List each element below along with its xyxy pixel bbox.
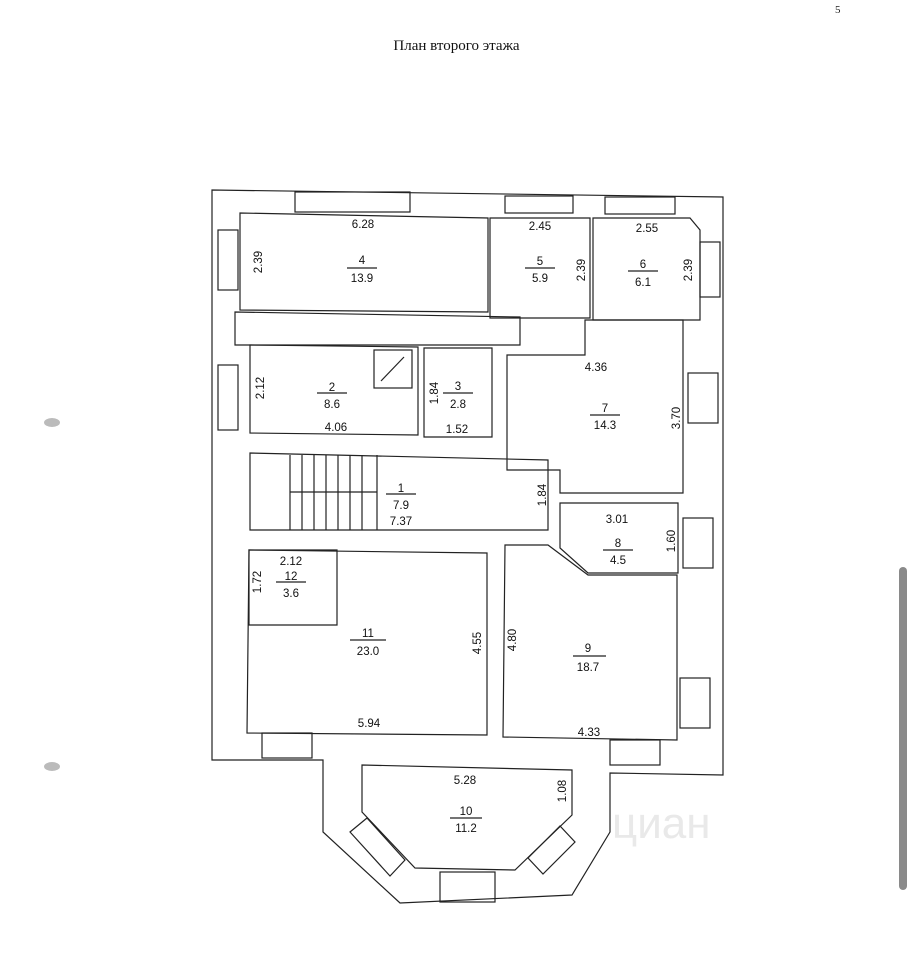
svg-text:6: 6 bbox=[640, 259, 646, 271]
dimensions: 6.28 2.39 2.45 2.39 2.55 2.39 4.06 2.12 … bbox=[252, 219, 695, 802]
svg-text:6.1: 6.1 bbox=[635, 277, 651, 289]
svg-text:2.39: 2.39 bbox=[576, 259, 588, 281]
watermark-logo: циан bbox=[612, 799, 711, 848]
svg-text:1.08: 1.08 bbox=[557, 780, 569, 802]
svg-text:2.12: 2.12 bbox=[255, 377, 267, 399]
page-number: 5 bbox=[835, 4, 841, 16]
svg-text:4.33: 4.33 bbox=[578, 727, 600, 739]
svg-text:4.55: 4.55 bbox=[472, 632, 484, 654]
svg-text:1.72: 1.72 bbox=[252, 571, 264, 593]
svg-text:11.2: 11.2 bbox=[455, 823, 477, 835]
room-2-label: 28.6 bbox=[317, 382, 347, 411]
svg-text:10: 10 bbox=[460, 806, 473, 818]
room-5-label: 55.9 bbox=[525, 256, 555, 285]
svg-text:4.36: 4.36 bbox=[585, 362, 607, 374]
svg-text:14.3: 14.3 bbox=[594, 420, 616, 432]
room-4-label: 413.9 bbox=[347, 255, 377, 285]
svg-text:3.70: 3.70 bbox=[671, 407, 683, 429]
walls bbox=[211, 189, 724, 904]
svg-text:1.60: 1.60 bbox=[666, 530, 678, 552]
room-11-label: 11 23.0 bbox=[350, 628, 386, 658]
svg-text:6.28: 6.28 bbox=[352, 219, 374, 231]
svg-text:4.06: 4.06 bbox=[325, 422, 347, 434]
svg-text:9: 9 bbox=[585, 643, 591, 655]
room-1-label: 17.9 bbox=[386, 483, 416, 512]
svg-text:3: 3 bbox=[455, 381, 461, 393]
svg-text:2: 2 bbox=[329, 382, 335, 394]
svg-text:8.6: 8.6 bbox=[324, 399, 340, 411]
svg-text:4: 4 bbox=[359, 255, 366, 267]
svg-text:4.80: 4.80 bbox=[507, 629, 519, 651]
svg-text:18.7: 18.7 bbox=[577, 662, 599, 674]
room-6-label: 66.1 bbox=[628, 259, 658, 289]
scrollbar[interactable] bbox=[899, 567, 907, 890]
staircase bbox=[289, 455, 378, 530]
svg-text:1.84: 1.84 bbox=[537, 483, 549, 506]
svg-text:13.9: 13.9 bbox=[351, 273, 373, 285]
svg-text:11: 11 bbox=[362, 628, 374, 640]
svg-text:8: 8 bbox=[615, 538, 621, 550]
room-12-label: 123.6 bbox=[276, 571, 306, 600]
svg-text:2.8: 2.8 bbox=[450, 399, 466, 411]
room-3-label: 32.8 bbox=[443, 381, 473, 411]
svg-text:4.5: 4.5 bbox=[610, 555, 626, 567]
svg-text:2.45: 2.45 bbox=[529, 221, 551, 233]
svg-text:1.52: 1.52 bbox=[446, 424, 468, 436]
svg-text:5: 5 bbox=[537, 256, 543, 268]
svg-text:2.55: 2.55 bbox=[636, 223, 658, 235]
svg-text:7: 7 bbox=[602, 403, 608, 415]
svg-text:5.9: 5.9 bbox=[532, 273, 548, 285]
svg-text:2.12: 2.12 bbox=[280, 556, 302, 568]
page-title: План второго этажа bbox=[393, 38, 520, 54]
svg-text:12: 12 bbox=[285, 571, 298, 583]
svg-text:23.0: 23.0 bbox=[357, 646, 379, 658]
room-9-label: 918.7 bbox=[573, 643, 606, 674]
svg-text:7.9: 7.9 bbox=[393, 500, 409, 512]
svg-text:2.39: 2.39 bbox=[683, 259, 695, 281]
svg-text:3.6: 3.6 bbox=[283, 588, 299, 600]
svg-text:1: 1 bbox=[398, 483, 404, 495]
svg-text:5.94: 5.94 bbox=[358, 718, 381, 730]
room-10-label: 10 11.2 bbox=[450, 806, 482, 835]
svg-text:7.37: 7.37 bbox=[390, 516, 412, 528]
svg-text:2.39: 2.39 bbox=[253, 251, 265, 273]
page-marker-icon bbox=[44, 418, 60, 427]
room-8-label: 84.5 bbox=[603, 538, 633, 567]
svg-text:1.84: 1.84 bbox=[429, 381, 441, 404]
room-7-label: 714.3 bbox=[590, 403, 620, 432]
page-marker-icon bbox=[44, 762, 60, 771]
svg-text:3.01: 3.01 bbox=[606, 514, 628, 526]
svg-text:5.28: 5.28 bbox=[454, 775, 476, 787]
